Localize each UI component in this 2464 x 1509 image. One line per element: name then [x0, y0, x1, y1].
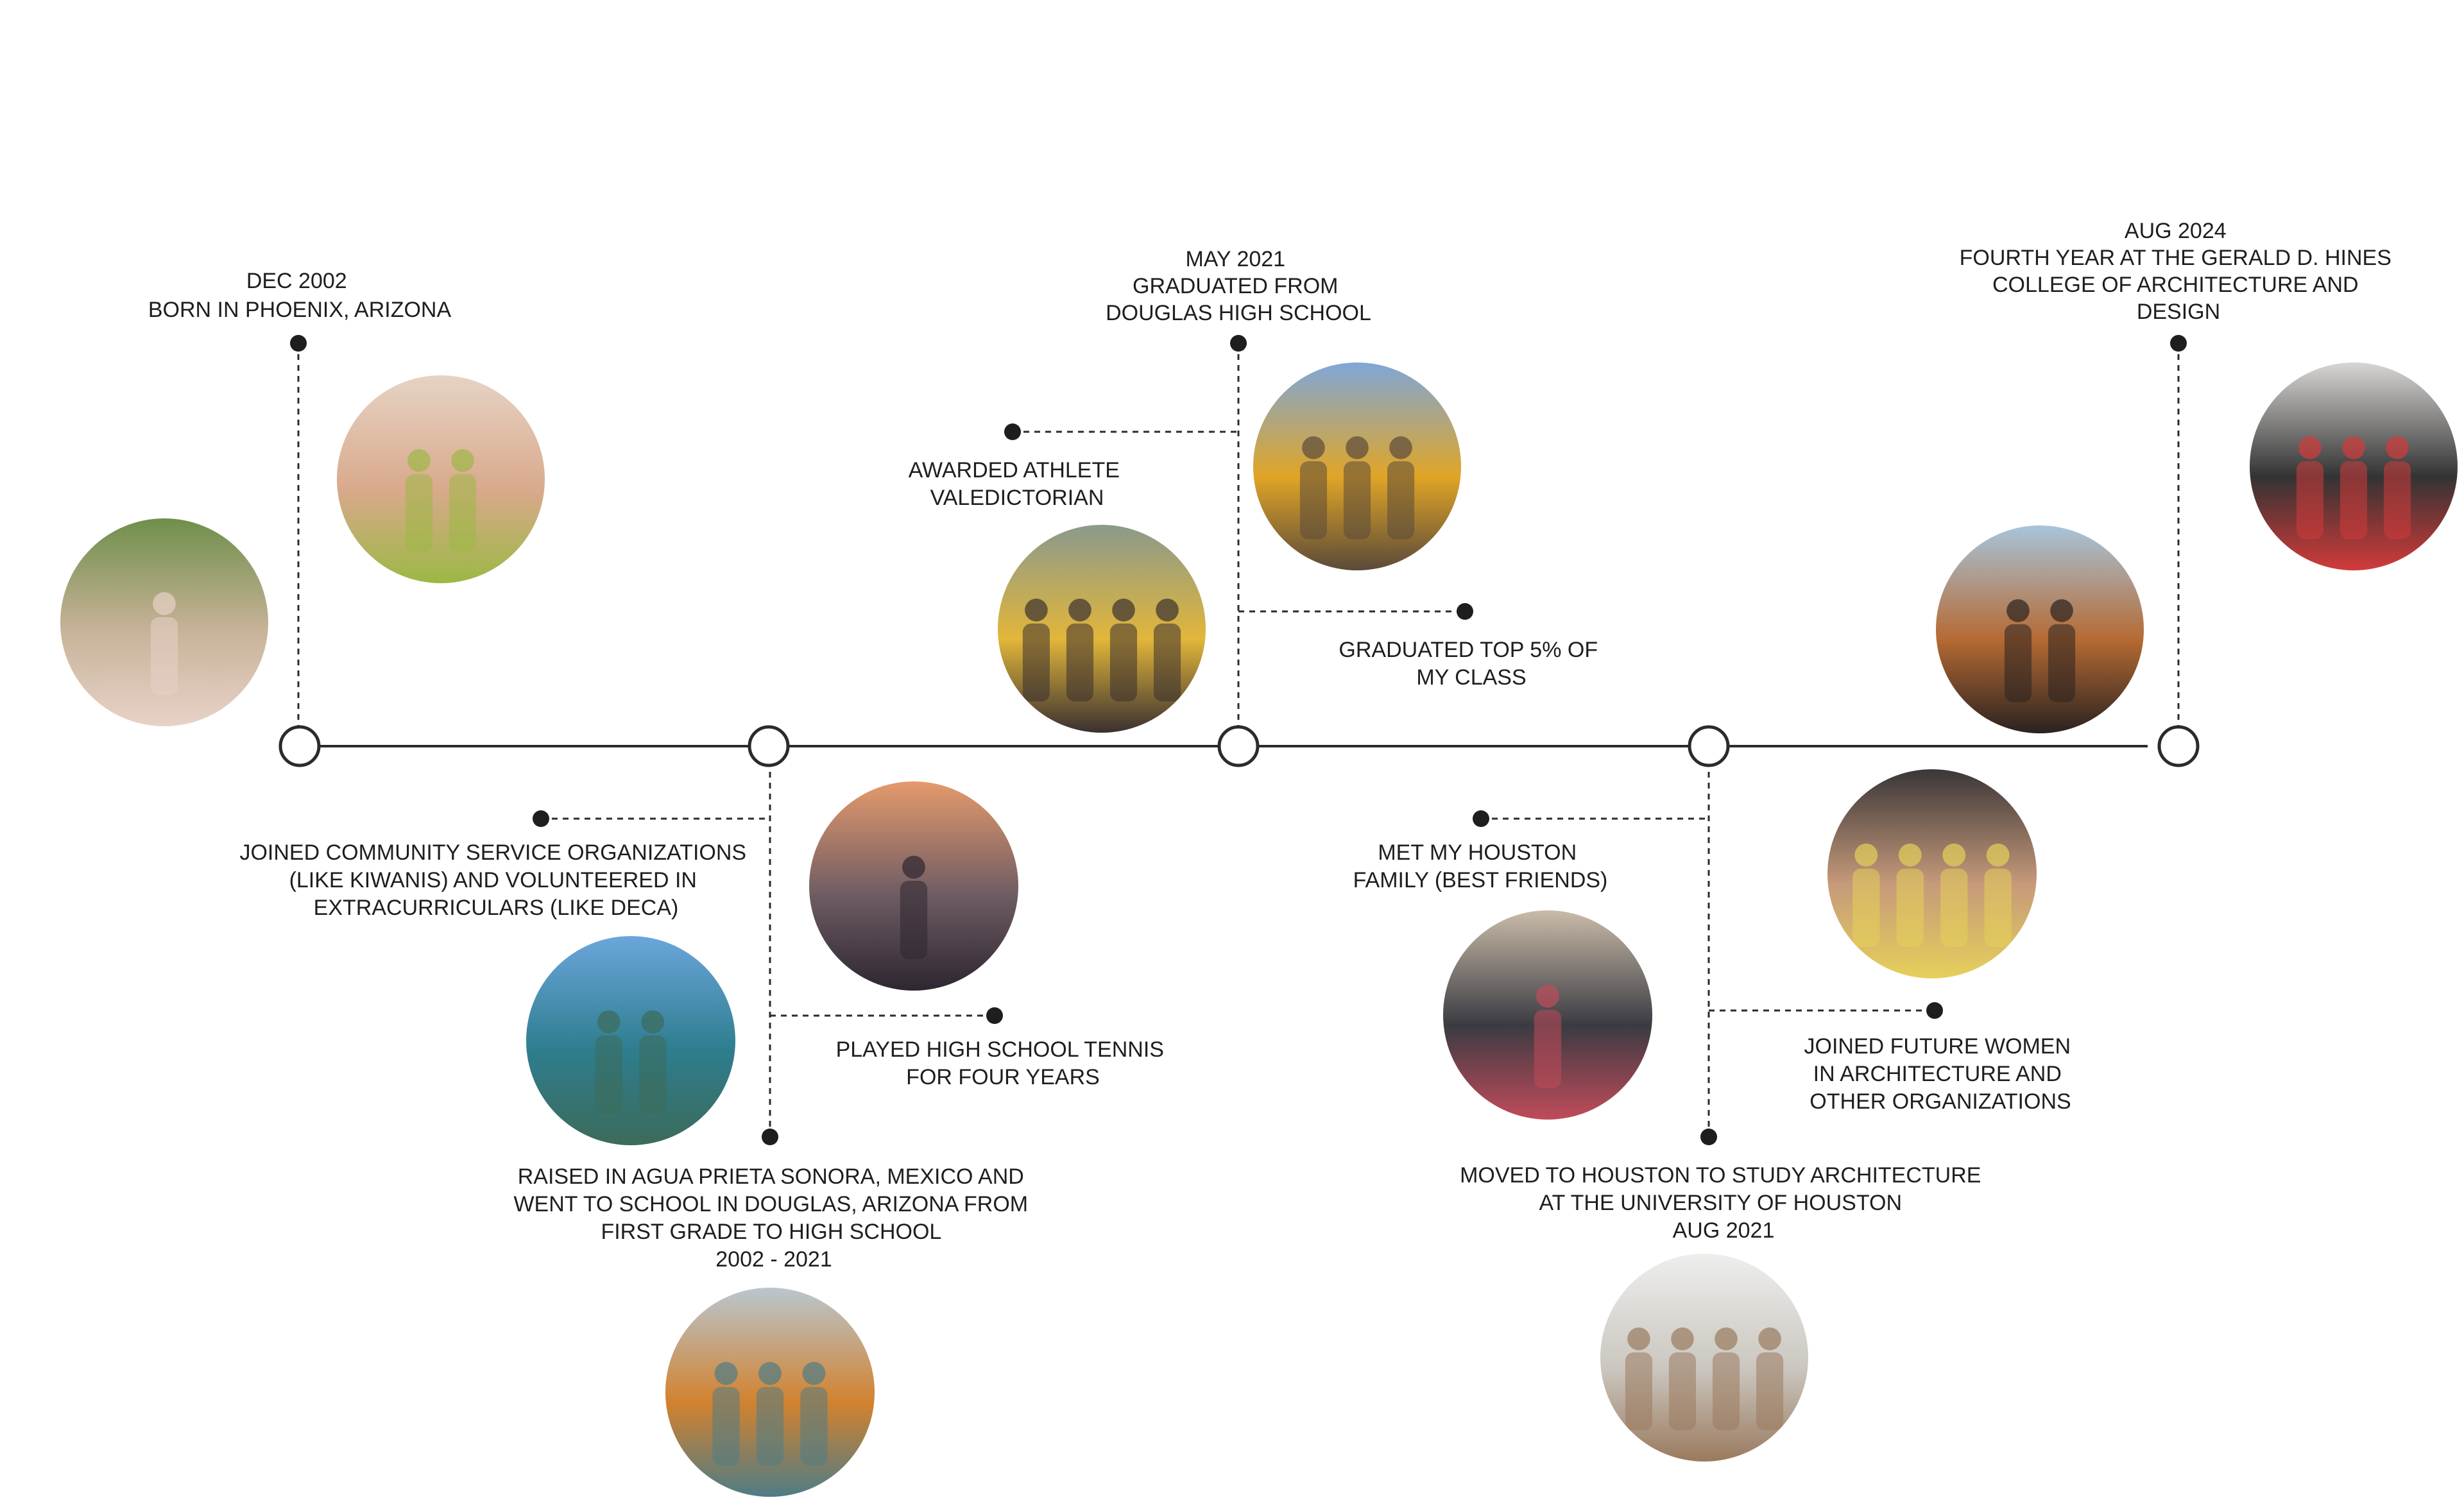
milestone-grad-line-2: GRADUATED FROM [1133, 274, 1338, 298]
dot-tennis [986, 1007, 1003, 1024]
dot-athlete [1004, 423, 1021, 440]
event-raised-line-2: WENT TO SCHOOL IN DOUGLAS, ARIZONA FROM [513, 1192, 1028, 1216]
event-raised-line-1: RAISED IN AGUA PRIETA SONORA, MEXICO AND [518, 1164, 1024, 1189]
event-community-line-2: (LIKE KIWANIS) AND VOLUNTEERED IN [289, 868, 697, 892]
timeline-nodes [278, 725, 2200, 767]
graduation-diploma-photo [1253, 362, 1461, 570]
event-raised-line-3: FIRST GRADE TO HIGH SCHOOL [601, 1220, 941, 1244]
milestone-birth-line-1: DEC 2002 [246, 269, 347, 293]
mural-photo [665, 1288, 875, 1497]
event-topfive-line-1: GRADUATED TOP 5% OF [1339, 638, 1598, 662]
friends-concert-photo [1827, 769, 2037, 978]
milestone-fourth-line-1: AUG 2024 [2125, 219, 2227, 243]
event-label-tennis: PLAYED HIGH SCHOOL TENNIS FOR FOUR YEARS [836, 1037, 1170, 1089]
award-photo [1936, 525, 2144, 733]
dot-top-five [1457, 603, 1473, 620]
milestone-birth-line-2: BORN IN PHOENIX, ARIZONA [148, 298, 452, 322]
event-tennis-line-2: FOR FOUR YEARS [906, 1065, 1100, 1089]
event-topfive-line-2: MY CLASS [1416, 665, 1526, 690]
dot-graduation [1230, 335, 1247, 352]
timeline-node-3 [1217, 725, 1260, 767]
endpoint-dots [290, 335, 2187, 1145]
milestone-label-highschool-grad: MAY 2021 GRADUATED FROM DOUGLAS HIGH SCH… [1106, 247, 1371, 325]
event-label-community-service: JOINED COMMUNITY SERVICE ORGANIZATIONS (… [239, 840, 752, 920]
dot-moved-houston [1700, 1129, 1717, 1145]
milestone-grad-line-3: DOUGLAS HIGH SCHOOL [1106, 301, 1371, 325]
timeline-node-4 [1688, 725, 1730, 767]
event-family-line-2: FAMILY (BEST FRIENDS) [1353, 868, 1608, 892]
event-tennis-line-1: PLAYED HIGH SCHOOL TENNIS [836, 1037, 1164, 1062]
label-layer: DEC 2002 BORN IN PHOENIX, ARIZONA MAY 20… [148, 219, 2398, 1272]
event-label-raised-agua-prieta: RAISED IN AGUA PRIETA SONORA, MEXICO AND… [513, 1164, 1034, 1272]
timeline-node-1 [278, 725, 321, 767]
dot-fourth-year [2170, 335, 2187, 352]
event-moved-line-2: AT THE UNIVERSITY OF HOUSTON [1539, 1191, 1903, 1215]
toddler-photo [60, 518, 268, 726]
event-family-line-1: MET MY HOUSTON [1378, 840, 1577, 865]
event-raised-line-4: 2002 - 2021 [715, 1247, 832, 1272]
milestone-fourth-line-3: COLLEGE OF ARCHITECTURE AND [1992, 273, 2359, 297]
milestone-label-fourth-year: AUG 2024 FOURTH YEAR AT THE GERALD D. HI… [1960, 219, 2398, 324]
tennis-photo [526, 936, 735, 1145]
milestone-label-birth: DEC 2002 BORN IN PHOENIX, ARIZONA [148, 269, 452, 322]
event-community-line-1: JOINED COMMUNITY SERVICE ORGANIZATIONS [239, 840, 746, 865]
event-label-top-five: GRADUATED TOP 5% OF MY CLASS [1339, 638, 1604, 690]
dot-birth [290, 335, 307, 352]
milestone-grad-line-1: MAY 2021 [1185, 247, 1285, 271]
dot-raised [762, 1129, 778, 1145]
event-athlete-line-2: VALEDICTORIAN [930, 486, 1104, 510]
graduation-procession-photo [998, 525, 1206, 733]
event-community-line-3: EXTRACURRICULARS (LIKE DECA) [314, 896, 679, 920]
dot-future-women [1926, 1002, 1943, 1019]
event-athlete-line-1: AWARDED ATHLETE [909, 458, 1120, 482]
milestone-fourth-line-4: DESIGN [2137, 300, 2220, 324]
baby-photo [337, 375, 545, 583]
dot-houston-family [1473, 810, 1489, 827]
event-women-line-2: IN ARCHITECTURE AND [1813, 1062, 2062, 1086]
event-moved-line-3: AUG 2021 [1673, 1218, 1775, 1243]
milestone-fourth-line-2: FOURTH YEAR AT THE GERALD D. HINES [1960, 246, 2391, 270]
organization-table-photo [1443, 910, 1652, 1120]
event-women-line-3: OTHER ORGANIZATIONS [1810, 1089, 2071, 1114]
event-label-houston-family: MET MY HOUSTON FAMILY (BEST FRIENDS) [1353, 840, 1608, 892]
event-moved-line-1: MOVED TO HOUSTON TO STUDY ARCHITECTURE [1460, 1163, 1981, 1188]
connectors [297, 343, 2180, 1137]
event-women-line-1: JOINED FUTURE WOMEN [1804, 1034, 2071, 1059]
photo-layer [60, 362, 2458, 1497]
college-group-photo [2250, 362, 2458, 570]
timeline-node-2 [748, 725, 790, 767]
sunset-group-photo [809, 781, 1018, 991]
dot-community [533, 810, 549, 827]
event-label-future-women: JOINED FUTURE WOMEN IN ARCHITECTURE AND … [1804, 1034, 2077, 1114]
studio-photo [1600, 1254, 1808, 1462]
event-label-athlete-valedictorian: AWARDED ATHLETE VALEDICTORIAN [909, 458, 1126, 510]
timeline-node-5 [2157, 725, 2200, 767]
event-label-moved-houston: MOVED TO HOUSTON TO STUDY ARCHITECTURE A… [1460, 1163, 1987, 1243]
